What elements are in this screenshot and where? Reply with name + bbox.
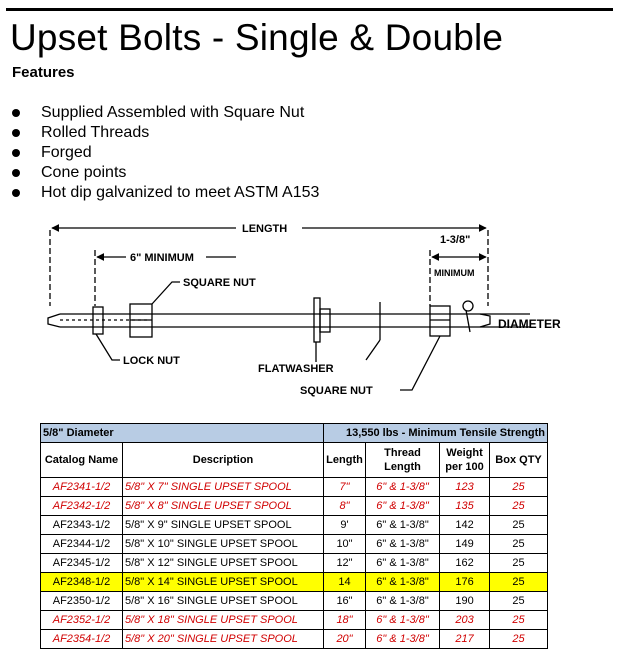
flatwasher — [313, 297, 321, 343]
square-nut-right-leader — [400, 335, 441, 391]
bullet-icon — [12, 149, 20, 157]
feature-item: Cone points — [10, 163, 319, 183]
feature-item: Rolled Threads — [10, 123, 319, 143]
length-label: LENGTH — [242, 223, 287, 235]
cotter-pin-leg — [465, 309, 471, 333]
table-header-row: Catalog Name Description Length Thread L… — [40, 442, 549, 478]
bullet-icon — [12, 169, 20, 177]
six-minimum-label: 6" MINIMUM — [130, 252, 194, 264]
lock-nut — [92, 306, 104, 335]
header-length: Length — [323, 442, 367, 478]
top-rule — [6, 8, 613, 11]
cotter-pin — [462, 300, 474, 312]
washer-hub — [319, 308, 331, 333]
minimum-label: MINIMUM — [434, 268, 475, 278]
page-title: Upset Bolts - Single & Double — [10, 17, 504, 58]
square-nut-bottom-leader — [365, 339, 381, 361]
header-thread-length: Thread Length — [365, 442, 441, 478]
lock-nut-label: LOCK NUT — [123, 355, 180, 367]
flatwasher-label: FLATWASHER — [258, 363, 334, 375]
feature-item: Supplied Assembled with Square Nut — [10, 103, 319, 123]
bullet-icon — [12, 109, 20, 117]
cone-point — [47, 313, 61, 328]
feature-list: Supplied Assembled with Square Nut Rolle… — [10, 103, 319, 203]
square-nut-top-label: SQUARE NUT — [183, 277, 256, 289]
bullet-icon — [12, 129, 20, 137]
square-nut-leader — [151, 281, 180, 305]
strength-caption: 13,550 lbs - Minimum Tensile Strength — [323, 423, 549, 443]
bullet-icon — [12, 189, 20, 197]
table-caption-row: 5/8" Diameter 13,550 lbs - Minimum Tensi… — [39, 423, 549, 443]
header-catalog: Catalog Name — [40, 442, 123, 478]
end-cone — [479, 313, 491, 328]
upset-bolt-diagram: LENGTH 6" MINIMUM SQUARE NUT 1-3/8" MINI… — [47, 223, 561, 397]
thread-length-label: 1-3/8" — [440, 234, 470, 246]
header-weight: Weight per 100 — [439, 442, 491, 478]
square-nut-bottom-label: SQUARE NUT — [300, 385, 373, 397]
header-box-qty: Box QTY — [489, 442, 549, 478]
diameter-caption: 5/8" Diameter — [39, 423, 325, 443]
header-description: Description — [121, 442, 325, 478]
square-nut-right — [429, 305, 451, 337]
spec-table: 5/8" Diameter 13,550 lbs - Minimum Tensi… — [39, 423, 549, 649]
feature-item: Forged — [10, 143, 319, 163]
feature-item: Hot dip galvanized to meet ASTM A153 — [10, 183, 319, 203]
features-heading: Features — [12, 64, 75, 81]
lock-nut-leader — [95, 333, 120, 361]
diameter-label: DIAMETER — [498, 317, 561, 331]
